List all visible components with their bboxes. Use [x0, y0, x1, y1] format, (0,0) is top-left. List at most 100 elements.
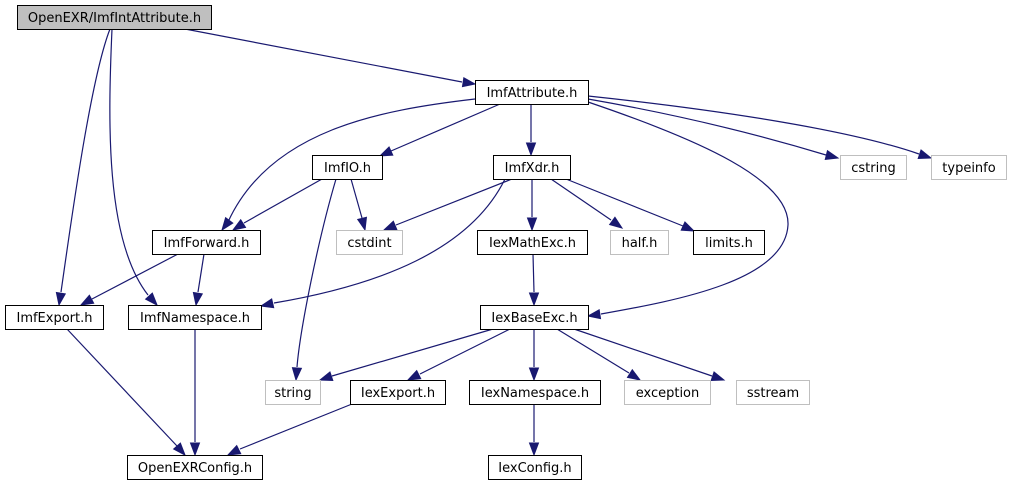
- node-box: [624, 380, 711, 405]
- edge-imfio-to-cstdint: [350, 178, 368, 232]
- node-iexexport-h[interactable]: IexExport.h: [350, 380, 446, 405]
- node-label: IexExport.h: [361, 386, 435, 401]
- arrow-head-icon: [382, 220, 398, 231]
- node-box: [152, 230, 261, 255]
- edge-iexbaseexc-to-string: [318, 328, 494, 382]
- arrow-head-icon: [291, 367, 303, 382]
- node-half-h: half.h: [610, 230, 669, 255]
- arrow-head-icon: [586, 308, 602, 320]
- edge-iexbaseexc-to-sstream: [573, 328, 726, 382]
- arrow-head-icon: [226, 444, 242, 456]
- edge-iexnamespace-to-iexconfig: [528, 404, 540, 457]
- edge-line: [390, 103, 501, 152]
- arrow-head-icon: [528, 292, 540, 307]
- arrow-head-icon: [318, 371, 334, 382]
- node-label: cstring: [851, 161, 895, 176]
- node-limits-h[interactable]: limits.h: [693, 230, 765, 255]
- arrow-head-icon: [824, 149, 840, 161]
- node-label: IexNamespace.h: [481, 386, 589, 401]
- node-exception: exception: [624, 380, 711, 405]
- node-openexrconfig-h[interactable]: OpenEXRConfig.h: [127, 455, 263, 480]
- edge-line: [573, 328, 713, 377]
- node-label: typeinfo: [942, 161, 995, 176]
- node-label: IexMathExc.h: [489, 236, 576, 251]
- edge-root-to-imfexport: [55, 28, 111, 307]
- edge-line: [243, 178, 323, 224]
- node-imfforward-h[interactable]: ImfForward.h: [152, 230, 261, 255]
- arrow-head-icon: [172, 442, 186, 457]
- arrow-head-icon: [626, 368, 642, 381]
- arrow-head-icon: [528, 442, 540, 457]
- node-iexconfig-h[interactable]: IexConfig.h: [488, 455, 582, 480]
- arrow-head-icon: [79, 294, 95, 306]
- node-label: ImfNamespace.h: [140, 311, 250, 326]
- node-label: exception: [636, 386, 700, 401]
- edge-imfattribute-to-imfxdr: [525, 104, 537, 157]
- node-cstdint: cstdint: [336, 230, 403, 255]
- edge-line: [587, 101, 789, 315]
- node-openexr-imfintattribute-h[interactable]: OpenEXR/ImfIntAttribute.h: [17, 5, 212, 30]
- node-box: [693, 230, 765, 255]
- edge-line: [419, 328, 511, 375]
- edge-line: [550, 178, 612, 221]
- edge-line: [395, 178, 513, 226]
- edge-iexbaseexc-to-iexnamespace: [528, 329, 540, 382]
- edge-line: [532, 253, 535, 293]
- node-cstring: cstring: [840, 155, 907, 180]
- edge-line: [587, 98, 827, 156]
- edge-imfio-to-string: [291, 178, 337, 382]
- node-imfio-h[interactable]: ImfIO.h: [312, 155, 383, 180]
- node-label: ImfExport.h: [16, 311, 92, 326]
- node-string: string: [265, 380, 321, 405]
- edge-line: [331, 328, 494, 377]
- edge-imfnamespace-to-openexrconfig: [189, 329, 201, 457]
- edge-imfxdr-to-cstdint: [382, 178, 513, 231]
- node-box: [127, 455, 263, 480]
- node-box: [336, 230, 403, 255]
- edge-imfxdr-to-imfnamespace: [259, 178, 506, 309]
- node-box: [17, 5, 212, 30]
- edge-imfexport-to-openexrconfig: [66, 328, 186, 457]
- node-iexmathexc-h[interactable]: IexMathExc.h: [477, 230, 588, 255]
- node-iexnamespace-h[interactable]: IexNamespace.h: [469, 380, 601, 405]
- node-imfnamespace-h[interactable]: ImfNamespace.h: [128, 305, 262, 330]
- node-label: IexBaseExc.h: [491, 311, 577, 326]
- node-label: sstream: [747, 386, 799, 401]
- arrow-head-icon: [406, 369, 422, 381]
- edge-line: [197, 253, 205, 293]
- edge-imfxdr-to-limits: [565, 178, 696, 232]
- node-box: [475, 80, 589, 105]
- node-label: ImfAttribute.h: [487, 86, 578, 101]
- node-iexbaseexc-h[interactable]: IexBaseExc.h: [480, 305, 589, 330]
- node-label: ImfIO.h: [324, 161, 371, 176]
- arrow-head-icon: [378, 146, 394, 157]
- node-label: cstdint: [347, 236, 391, 251]
- node-box: [488, 455, 582, 480]
- arrow-head-icon: [608, 216, 624, 229]
- node-box: [265, 380, 321, 405]
- node-imfxdr-h[interactable]: ImfXdr.h: [493, 155, 571, 180]
- arrow-head-icon: [528, 367, 540, 382]
- arrow-head-icon: [259, 298, 275, 309]
- edge-line: [184, 28, 463, 83]
- edge-imfattribute-to-cstring: [587, 98, 840, 161]
- node-box: [480, 305, 589, 330]
- edge-line: [565, 178, 684, 227]
- node-label: ImfForward.h: [164, 236, 250, 251]
- node-box: [493, 155, 571, 180]
- edge-imfattribute-to-imfforward: [221, 98, 476, 232]
- node-box: [610, 230, 669, 255]
- edge-iexexport-to-openexrconfig: [226, 403, 353, 456]
- edge-imfxdr-to-half: [550, 178, 624, 229]
- edge-line: [60, 28, 111, 293]
- node-label: OpenEXRConfig.h: [138, 461, 252, 476]
- node-imfexport-h[interactable]: ImfExport.h: [5, 305, 104, 330]
- node-box: [931, 155, 1007, 180]
- arrow-head-icon: [231, 218, 247, 231]
- node-box: [840, 155, 907, 180]
- nodes-layer: OpenEXR/ImfIntAttribute.hImfAttribute.hI…: [5, 5, 1007, 480]
- node-imfattribute-h[interactable]: ImfAttribute.h: [475, 80, 589, 105]
- node-sstream: sstream: [736, 380, 810, 405]
- node-box: [736, 380, 810, 405]
- edge-line: [239, 403, 353, 450]
